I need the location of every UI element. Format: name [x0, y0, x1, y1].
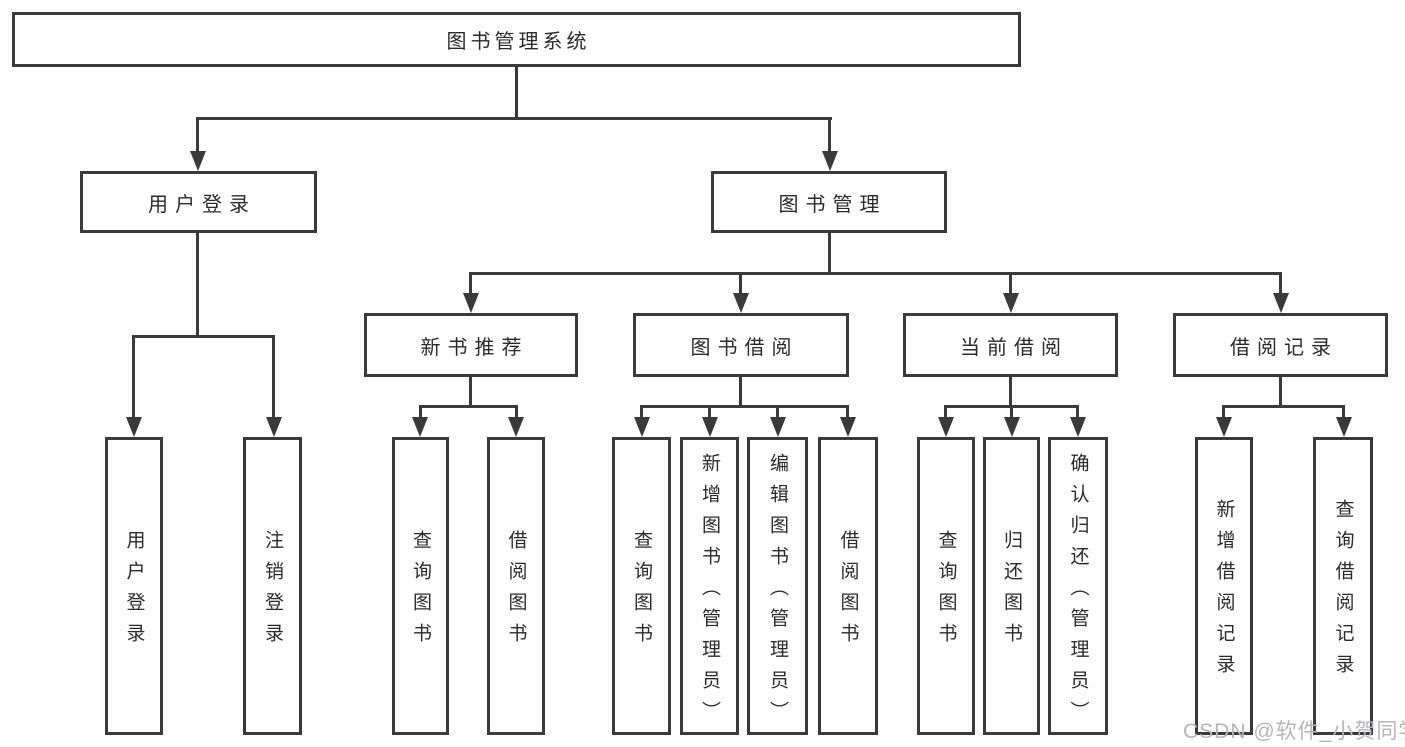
connector-new-book-recommend-hbar [419, 405, 518, 408]
connector-user-login-trunk [196, 233, 199, 335]
connector-borrow-records-trunk [1279, 377, 1282, 405]
leaf-add-borrow-record-label: 新增借阅记录 [1213, 499, 1235, 685]
arrowhead-add-borrow-record [1216, 417, 1232, 437]
connector-stem-borrow-books-1 [515, 405, 518, 417]
arrowhead-add-book [702, 417, 718, 437]
leaf-add-book-admin: 新增图书（管理员） [680, 437, 739, 735]
leaf-query-books-3-label: 查询图书 [935, 530, 957, 654]
leaf-user-login: 用户登录 [105, 437, 163, 735]
leaf-query-borrow-record-label: 查询借阅记录 [1332, 499, 1354, 685]
node-current-borrow: 当前借阅 [903, 313, 1118, 377]
connector-stem-return-book [1010, 405, 1013, 417]
node-user-login: 用户登录 [80, 171, 317, 233]
arrowhead-edit-book [770, 417, 786, 437]
node-current-borrow-label: 当前借阅 [960, 336, 1068, 359]
connector-stem-leaf-logout [272, 335, 275, 417]
node-borrow-records-label: 借阅记录 [1230, 336, 1338, 359]
node-book-borrow-label: 图书借阅 [690, 336, 799, 359]
connector-book-management-hbar [469, 272, 1282, 275]
connector-stem-add-book [708, 405, 711, 417]
arrowhead-query-books-1 [412, 417, 428, 437]
arrowhead-query-books-2 [634, 417, 650, 437]
connector-stem-new-book-recommend [469, 272, 472, 293]
connector-book-management-trunk [828, 233, 831, 272]
leaf-borrow-books-1-label: 借阅图书 [505, 530, 527, 654]
arrowhead-book-borrow [733, 293, 749, 313]
leaf-query-books-2-label: 查询图书 [631, 530, 652, 654]
connector-stem-confirm-return [1076, 405, 1079, 417]
arrowhead-current-borrow [1003, 293, 1019, 313]
leaf-query-books-2: 查询图书 [612, 437, 671, 735]
arrowhead-leaf-logout [266, 417, 282, 437]
connector-book-borrow-trunk [739, 377, 742, 405]
node-book-management: 图书管理 [711, 171, 947, 233]
connector-stem-edit-book [776, 405, 779, 417]
node-user-login-label: 用户登录 [148, 193, 256, 216]
node-library-system: 图书管理系统 [12, 12, 1021, 67]
node-new-book-recommend-label: 新书推荐 [420, 336, 529, 359]
connector-user-login-hbar [132, 335, 275, 338]
connector-stem-borrow-books-2 [846, 405, 849, 417]
connector-stem-book-management [828, 117, 831, 151]
leaf-edit-book-admin-label: 编辑图书（管理员） [767, 452, 788, 732]
leaf-edit-book-admin: 编辑图书（管理员） [747, 437, 808, 735]
arrowhead-leaf-user-login [126, 417, 142, 437]
leaf-borrow-books-2-label: 借阅图书 [837, 530, 859, 654]
node-new-book-recommend: 新书推荐 [364, 313, 578, 377]
leaf-query-borrow-record: 查询借阅记录 [1313, 437, 1373, 735]
connector-stem-borrow-records [1279, 272, 1282, 293]
connector-root-trunk [515, 67, 518, 117]
leaf-query-books-1: 查询图书 [392, 437, 449, 735]
leaf-logout-label: 注销登录 [262, 530, 283, 654]
node-book-management-label: 图书管理 [778, 193, 887, 216]
connector-stem-user-login [196, 117, 199, 151]
connector-stem-add-borrow-record [1222, 405, 1225, 417]
leaf-confirm-return-admin: 确认归还（管理员） [1048, 437, 1108, 735]
leaf-return-book: 归还图书 [983, 437, 1040, 735]
connector-borrow-records-hbar [1222, 405, 1345, 408]
arrowhead-query-books-3 [938, 417, 954, 437]
leaf-borrow-books-1: 借阅图书 [487, 437, 545, 735]
arrowhead-borrow-books-1 [508, 417, 524, 437]
connector-stem-leaf-user-login [132, 335, 135, 417]
connector-current-borrow-trunk [1009, 377, 1012, 405]
csdn-watermark: CSDN @软件_小贺同学 [1183, 720, 1405, 743]
node-borrow-records: 借阅记录 [1173, 313, 1388, 377]
leaf-confirm-return-admin-label: 确认归还（管理员） [1067, 452, 1089, 732]
connector-stem-query-borrow-record [1342, 405, 1345, 417]
connector-book-borrow-hbar [640, 405, 848, 408]
connector-root-hbar [196, 117, 832, 120]
leaf-return-book-label: 归还图书 [1001, 530, 1022, 654]
arrowhead-borrow-records [1273, 293, 1289, 313]
arrowhead-query-borrow-record [1336, 417, 1352, 437]
arrowhead-confirm-return [1070, 417, 1086, 437]
arrowhead-return-book [1004, 417, 1020, 437]
arrowhead-user-login [190, 151, 206, 171]
arrowhead-book-management [822, 151, 838, 171]
connector-new-book-recommend-trunk [469, 377, 472, 405]
node-book-borrow: 图书借阅 [633, 313, 849, 377]
leaf-query-books-1-label: 查询图书 [410, 530, 431, 654]
leaf-borrow-books-2: 借阅图书 [818, 437, 878, 735]
node-library-system-label: 图书管理系统 [446, 31, 591, 53]
connector-stem-query-books-3 [944, 405, 947, 417]
leaf-query-books-3: 查询图书 [917, 437, 975, 735]
connector-stem-book-borrow [739, 272, 742, 293]
connector-stem-query-books-1 [419, 405, 422, 417]
arrowhead-new-book-recommend [463, 293, 479, 313]
arrowhead-borrow-books-2 [840, 417, 856, 437]
leaf-add-book-admin-label: 新增图书（管理员） [699, 452, 720, 732]
leaf-logout: 注销登录 [243, 437, 302, 735]
leaf-user-login-label: 用户登录 [123, 530, 145, 654]
connector-stem-query-books-2 [640, 405, 643, 417]
leaf-add-borrow-record: 新增借阅记录 [1195, 437, 1253, 735]
connector-stem-current-borrow [1009, 272, 1012, 293]
